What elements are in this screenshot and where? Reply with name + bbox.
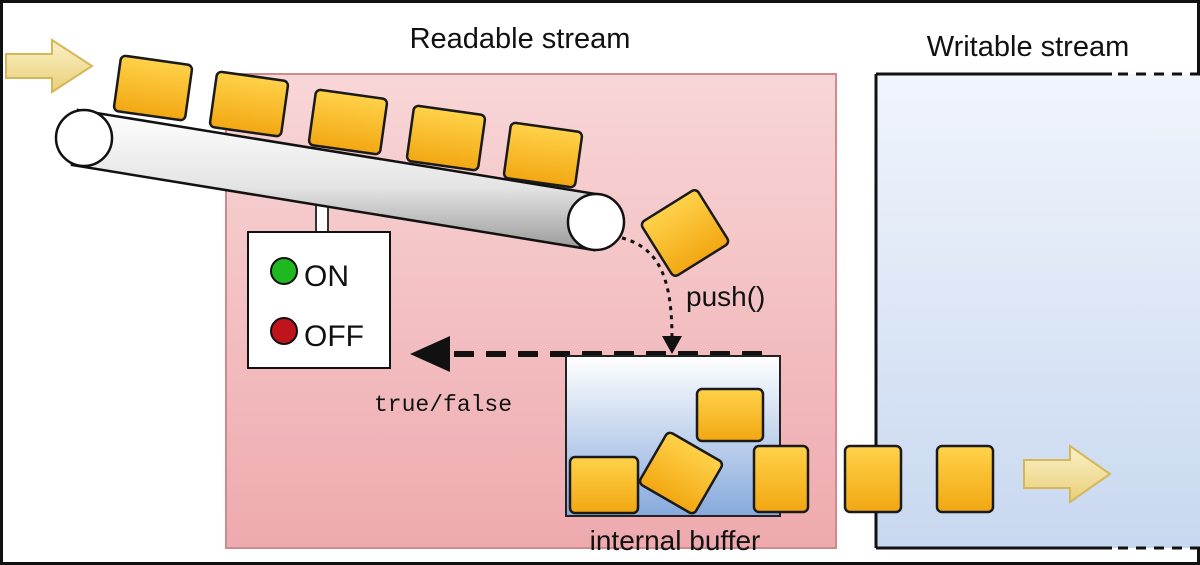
chunk-outgoing-1 (843, 444, 903, 514)
input-arrow-icon (5, 38, 94, 94)
chunk-falling (640, 189, 730, 277)
switch-off-label: OFF (304, 320, 364, 353)
chunk-belt-1 (112, 54, 194, 122)
return-value-label: true/false (374, 392, 512, 418)
chunk-belt-2 (208, 70, 290, 138)
left-arrow-icon (410, 336, 450, 372)
chunk-outgoing-2 (935, 444, 995, 514)
readable-stream-title: Readable stream (410, 23, 631, 55)
switch-on-label: ON (304, 260, 349, 293)
output-arrow-icon (1023, 444, 1112, 504)
buffer-chunk-right (752, 444, 810, 514)
chunk-belt-3 (307, 88, 389, 156)
buffer-chunk-top (695, 387, 765, 443)
buffer-chunk-bottom-left (568, 455, 640, 515)
push-arrowhead-icon (662, 336, 682, 354)
on-light-icon (270, 257, 298, 285)
internal-buffer-label: internal buffer (590, 525, 761, 556)
switch-box (247, 231, 391, 369)
push-label: push() (686, 281, 765, 312)
conveyor-belt (54, 108, 626, 252)
buffer-chunk-tilted (638, 431, 724, 515)
chunk-belt-5 (502, 121, 584, 189)
chunk-belt-4 (405, 104, 487, 172)
belt-roller-left (54, 108, 114, 168)
writable-stream-title: Writable stream (927, 31, 1130, 63)
belt-roller-right (566, 192, 626, 252)
off-light-icon (270, 317, 298, 345)
push-path (621, 236, 674, 339)
